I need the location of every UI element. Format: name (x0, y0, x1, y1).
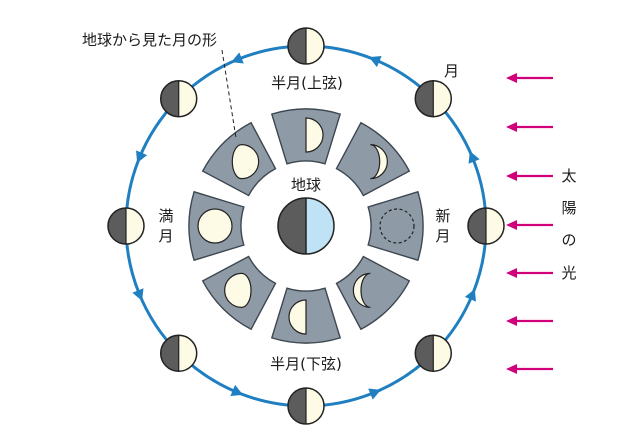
orbit-arrowhead (368, 388, 381, 400)
orbit-moon-lit-half (486, 208, 504, 244)
orbit-moons (107, 27, 505, 425)
full-moon-label-2: 月 (158, 227, 173, 245)
orbit-moon-dark-half (160, 80, 179, 117)
new-moon-label-1: 新 (435, 207, 450, 225)
orbit-direction-arrows (132, 52, 480, 400)
orbit-moon-lit-half (178, 80, 197, 117)
orbit-moon-lit-half (433, 80, 452, 117)
phase-panel (335, 255, 411, 331)
sunlight-label-char-4: 光 (561, 264, 576, 282)
orbit-arrowhead (468, 151, 480, 164)
orbit-moon-lit-half (178, 335, 197, 372)
phase-moon (379, 208, 415, 244)
phase-moon (197, 208, 233, 244)
orbit-moon (467, 207, 505, 245)
phase-moon (305, 117, 324, 153)
sunlight-label-char-3: の (561, 231, 576, 249)
orbit-moon-dark-half (288, 388, 306, 424)
earth-day-half (306, 198, 334, 254)
sunlight-label-char-2: 陽 (561, 199, 576, 217)
phase-panel (201, 255, 277, 331)
sunlight-arrow (506, 73, 553, 83)
phase-panel (188, 190, 245, 262)
sunlight-arrows (506, 73, 553, 374)
orbit-moon-lit-half (306, 28, 324, 64)
phase-panel (270, 108, 342, 165)
orbit-arrowhead (230, 384, 244, 396)
phase-panel (367, 190, 424, 262)
sunlight-arrow (506, 220, 553, 230)
phase-panel (270, 287, 342, 344)
sunlight-arrow (506, 268, 553, 278)
orbit-moon-dark-half (160, 335, 179, 372)
orbit-moon-dark-half (415, 80, 434, 117)
orbit-moon (414, 79, 453, 118)
orbit-moon-lit-half (126, 208, 144, 244)
moon-phase-panels (188, 108, 424, 344)
sunlight-label-char-1: 太 (561, 167, 576, 185)
sunlight-arrow (506, 171, 553, 181)
earth (277, 197, 335, 255)
orbit-arrowhead (132, 288, 144, 301)
first-quarter-label: 半月(上弦) (271, 74, 343, 92)
orbit-moon (159, 334, 198, 373)
orbit-arrowhead (368, 56, 382, 68)
orbit-arrowhead (136, 150, 148, 164)
orbit-moon-dark-half (108, 208, 126, 244)
sunlight-arrow (506, 122, 553, 132)
phase-moon (370, 144, 388, 180)
phase-panel (335, 121, 411, 197)
caption-leader-line (221, 49, 237, 139)
phase-panel (201, 121, 277, 197)
earth-label: 地球 (291, 176, 321, 194)
orbit-moon (414, 334, 453, 373)
orbit-moon-dark-half (468, 208, 486, 244)
phase-moon (224, 272, 252, 308)
earth-night-half (278, 198, 306, 254)
sunlight-arrow (506, 316, 553, 326)
phase-moon (231, 144, 260, 180)
sunlight-arrow (506, 364, 553, 374)
orbit-moon-lit-half (306, 388, 324, 424)
orbit-moon (287, 27, 325, 65)
full-moon-label-1: 満 (158, 207, 173, 225)
orbit-moon-dark-half (415, 335, 434, 372)
orbit-moon-dark-half (288, 28, 306, 64)
orbit-moon (287, 387, 325, 425)
orbit-moon (159, 79, 198, 118)
new-moon-label-2: 月 (435, 227, 450, 245)
orbit-arrowhead (464, 288, 476, 302)
orbit-moon-lit-half (433, 335, 452, 372)
last-quarter-label: 半月(下弦) (270, 355, 342, 373)
moon-shape-caption: 地球から見た月の形 (82, 31, 217, 49)
phase-moon (288, 299, 307, 335)
moon-label: 月 (444, 62, 459, 80)
orbit-arrowhead (231, 52, 244, 64)
orbit-moon (107, 207, 145, 245)
